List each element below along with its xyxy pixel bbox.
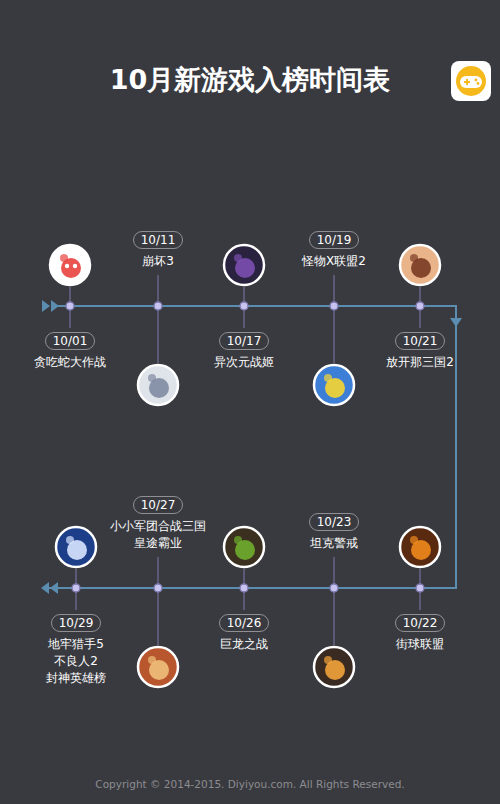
game-name: 怪物X联盟2 <box>302 253 366 270</box>
leader-lines <box>70 275 420 645</box>
date-pill: 10/29 <box>51 614 102 632</box>
game-name: 贪吃蛇大作战 <box>34 354 106 371</box>
timeline-dot <box>330 302 338 310</box>
timeline-dot <box>240 302 248 310</box>
game-name: 异次元战姬 <box>214 354 274 371</box>
game-icon <box>56 527 96 567</box>
page-title: 10月新游戏入榜时间表 <box>0 62 500 98</box>
date-pill: 10/22 <box>395 614 446 632</box>
leader-line <box>334 306 335 363</box>
game-icon <box>50 245 90 285</box>
game-name: 不良人2 <box>54 653 98 670</box>
timeline-dot <box>240 584 248 592</box>
leader-line <box>158 306 159 363</box>
game-name: 封神英雄榜 <box>46 670 106 687</box>
game-icon <box>400 527 440 567</box>
timeline-dot <box>330 584 338 592</box>
timeline-dots <box>66 302 424 592</box>
game-name: 巨龙之战 <box>220 636 268 653</box>
game-icon <box>400 245 440 285</box>
date-pill: 10/11 <box>133 231 184 249</box>
game-name: 崩坏3 <box>142 253 174 270</box>
date-pill: 10/27 <box>133 496 184 514</box>
game-icons <box>50 245 440 687</box>
game-name: 地牢猎手5 <box>48 636 104 653</box>
leader-line <box>334 588 335 645</box>
date-entry: 10/19 怪物X联盟2 <box>302 231 366 270</box>
game-icon <box>224 527 264 567</box>
app-logo <box>451 61 491 101</box>
timeline-dot <box>416 584 424 592</box>
leader-line <box>158 588 159 645</box>
date-entry: 10/23 坦克警戒 <box>309 513 360 552</box>
game-icon <box>224 245 264 285</box>
date-pill: 10/17 <box>219 332 270 350</box>
game-icon <box>138 365 178 405</box>
date-entry: 10/17 异次元战姬 <box>214 332 274 371</box>
date-entry: 10/29 地牢猎手5不良人2封神英雄榜 <box>46 614 106 687</box>
game-name: 放开那三国2 <box>386 354 454 371</box>
date-pill: 10/19 <box>309 231 360 249</box>
timeline-dot <box>72 584 80 592</box>
date-pill: 10/01 <box>45 332 96 350</box>
timeline-dot <box>66 302 74 310</box>
date-entry: 10/01 贪吃蛇大作战 <box>34 332 106 371</box>
timeline-dot <box>154 302 162 310</box>
date-entry: 10/27 小小军团合战三国皇途霸业 <box>110 496 206 552</box>
game-icon <box>138 647 178 687</box>
date-entry: 10/26 巨龙之战 <box>219 614 270 653</box>
game-name: 小小军团合战三国 <box>110 518 206 535</box>
timeline-dot <box>416 302 424 310</box>
date-entry: 10/11 崩坏3 <box>133 231 184 270</box>
timeline-dot <box>154 584 162 592</box>
game-name: 皇途霸业 <box>134 535 182 552</box>
game-name: 街球联盟 <box>396 636 444 653</box>
game-icon <box>314 647 354 687</box>
date-entry: 10/22 街球联盟 <box>395 614 446 653</box>
timeline-track <box>41 300 466 594</box>
date-pill: 10/26 <box>219 614 270 632</box>
copyright-note: Copyright © 2014-2015. Diyiyou.com. All … <box>0 776 500 792</box>
date-pill: 10/23 <box>309 513 360 531</box>
date-pill: 10/21 <box>395 332 446 350</box>
game-name: 坦克警戒 <box>310 535 358 552</box>
date-entry: 10/21 放开那三国2 <box>386 332 454 371</box>
game-icon <box>314 365 354 405</box>
